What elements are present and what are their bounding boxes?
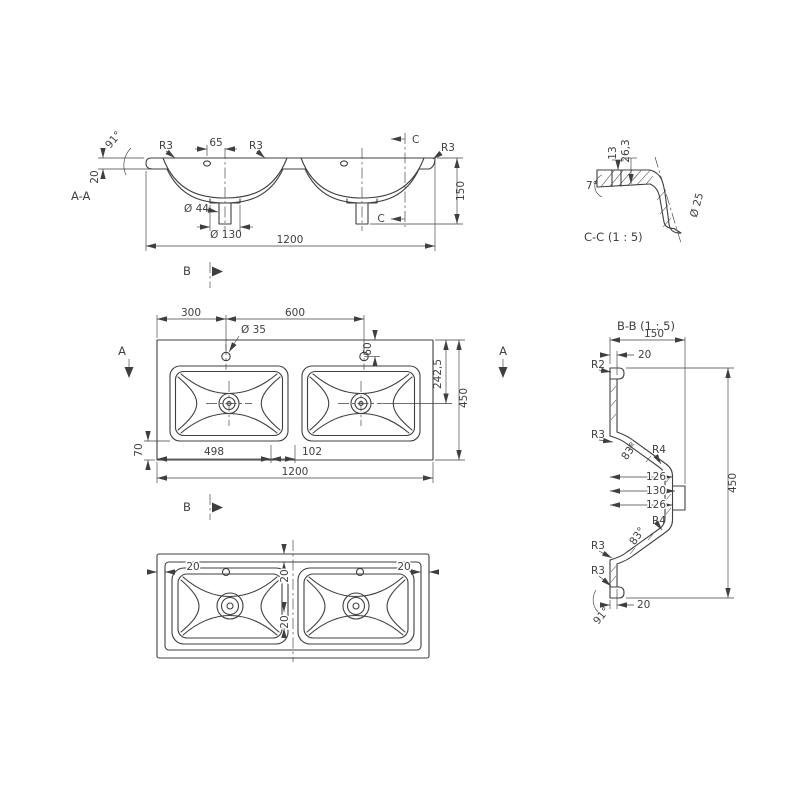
bb-fillet-r3-label-2: R3 <box>591 540 605 552</box>
pipe-diameter-label: Ø 25 <box>688 192 706 219</box>
detail-bb-labels: B-B (1 : 5) 150 20 R2 R3 83° R4 126 130 … <box>591 319 739 627</box>
bottom-view-dimensions <box>147 544 439 638</box>
bb-fillet-r3-label-1: R3 <box>591 429 605 441</box>
section-b-arrow-top <box>212 266 223 277</box>
countertop-outline <box>156 339 434 461</box>
drain-back-offset-label: 242,5 <box>432 359 444 389</box>
drain-section-left <box>209 198 241 225</box>
faucet-hole-section-right <box>340 160 348 167</box>
bottom-offset-20-left-label: 20 <box>186 561 199 573</box>
front-margin-label: 70 <box>133 443 145 456</box>
plan-centerlines <box>206 262 384 520</box>
section-a-arrow-right <box>498 367 508 378</box>
plan-labels: 300 600 Ø 35 60 242,5 450 70 498 102 120… <box>118 264 507 514</box>
section-b-mark-bottom: B <box>183 500 191 514</box>
detail-bb-hatching <box>610 385 672 583</box>
hole-diameter-label: Ø 35 <box>241 324 266 336</box>
bottom-offset-20-v1-label: 20 <box>279 569 291 582</box>
bb-overall-450-label: 450 <box>727 473 739 493</box>
bottom-faucet-hole-left <box>221 567 231 577</box>
depth-13-label: 13 <box>607 146 619 159</box>
bb-fillet-r3-label-3: R3 <box>591 565 605 577</box>
angle-7-label: 7° <box>586 180 598 192</box>
hole-spacing-label: 600 <box>285 307 305 319</box>
detail-cc-centerline <box>654 156 682 244</box>
bb-rim-20-bottom-label: 20 <box>637 599 650 611</box>
drain-gap-label: 102 <box>302 446 322 458</box>
width-130-label: 130 <box>646 485 666 497</box>
detail-cc-view: 13 26,3 7° Ø 25 C-C (1 : 5) <box>584 139 706 244</box>
section-aa-labels: A-A 91° 20 R3 65 R3 C C R3 150 Ø 44 Ø 13… <box>71 129 467 246</box>
hole-back-offset-label: 60 <box>362 342 374 355</box>
plan-dimensions <box>128 315 504 483</box>
detail-cc-hatching <box>600 170 672 228</box>
bottom-offset-20-right-label: 20 <box>397 561 410 573</box>
bottom-basin-left <box>171 567 289 645</box>
fillet-r3-label-1: R3 <box>159 140 173 152</box>
bottom-view-labels: 20 20 20 20 <box>185 560 412 631</box>
fillet-r3-label-2: R3 <box>249 140 263 152</box>
bottom-basin-right <box>297 567 415 645</box>
recess-diameter-label: Ø 130 <box>210 229 242 241</box>
plan-view: 300 600 Ø 35 60 242,5 450 70 498 102 120… <box>118 262 508 520</box>
drain-diameter-label: Ø 44 <box>184 203 209 215</box>
fillet-r2-label: R2 <box>591 359 605 371</box>
rim-height-label: 20 <box>89 170 101 183</box>
depth-26-3-label: 26,3 <box>620 139 632 162</box>
section-b-mark-top: B <box>183 264 191 278</box>
bottom-view: 20 20 20 20 <box>147 540 439 662</box>
corner-angle-label: 91° <box>103 129 124 151</box>
fillet-r3-label-3: R3 <box>441 142 455 154</box>
detail-cc-outline <box>596 169 682 234</box>
bottom-faucet-hole-right <box>355 567 365 577</box>
section-c-mark-bottom: C <box>377 213 384 225</box>
bottom-offset-20-v2-label: 20 <box>279 615 291 628</box>
section-aa-title: A-A <box>71 189 91 203</box>
detail-cc-title: C-C (1 : 5) <box>584 230 643 244</box>
hole-offset-label: 65 <box>209 137 222 149</box>
detail-bb-title: B-B (1 : 5) <box>617 319 675 333</box>
depth-label: 450 <box>458 388 470 408</box>
hole-edge-offset-label: 300 <box>181 307 201 319</box>
section-aa-view: A-A 91° 20 R3 65 R3 C C R3 150 Ø 44 Ø 13… <box>71 129 467 251</box>
detail-bb-outline <box>609 367 686 599</box>
fillet-r4-label-1: R4 <box>652 444 666 456</box>
plan-outline <box>156 339 434 461</box>
plan-width-label: 1200 <box>282 466 309 478</box>
detail-cc-labels: 13 26,3 7° Ø 25 C-C (1 : 5) <box>584 139 706 244</box>
width-126-label-2: 126 <box>646 499 666 511</box>
section-aa-centerlines <box>224 133 406 231</box>
section-a-mark-left: A <box>118 344 126 358</box>
bb-rim-20-top-label: 20 <box>638 349 651 361</box>
plan-section-arrows <box>124 266 508 513</box>
drain-offset-label: 498 <box>204 446 224 458</box>
drain-section-right <box>346 198 378 225</box>
wall-angle-83-label-2: 83° <box>627 525 648 547</box>
drain-boss <box>671 485 686 511</box>
section-a-mark-right: A <box>499 344 507 358</box>
section-aa-dimensions <box>98 136 463 251</box>
detail-bb-dimensions <box>592 337 734 613</box>
lip-angle-91-label: 91° <box>591 605 612 627</box>
fillet-r4-label-2: R4 <box>652 515 666 527</box>
bb-overall-150-label: 150 <box>644 328 664 340</box>
detail-bb-view: B-B (1 : 5) 150 20 R2 R3 83° R4 126 130 … <box>591 319 739 627</box>
width-126-label-1: 126 <box>646 471 666 483</box>
total-width-label: 1200 <box>277 234 304 246</box>
section-b-arrow-bottom <box>212 502 223 513</box>
detail-cc-dimensions <box>594 157 637 198</box>
section-a-arrow-left <box>124 367 134 378</box>
faucet-hole-section-left <box>203 160 211 167</box>
section-c-mark-top: C <box>412 134 419 146</box>
total-height-label: 150 <box>455 181 467 201</box>
